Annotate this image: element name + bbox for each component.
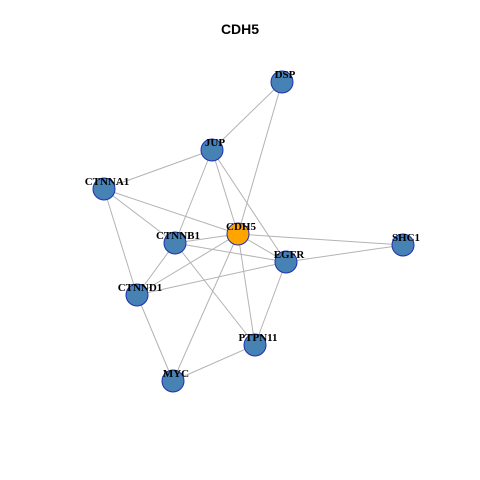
node-label-ctnna1: CTNNA1 xyxy=(85,176,130,188)
node-label-ctnnd1: CTNND1 xyxy=(118,282,163,294)
edge-ctnnd1-myc xyxy=(136,294,174,382)
edge-dsp-jup xyxy=(211,81,283,151)
figure-title: CDH5 xyxy=(220,21,260,37)
edge-cdh5-ctnnd1 xyxy=(136,233,239,296)
node-ctnnd1 xyxy=(125,283,149,307)
node-cdh5 xyxy=(226,222,250,246)
node-layer xyxy=(92,70,415,393)
node-label-ptpn11: PTPN11 xyxy=(238,332,277,344)
edge-ptpn11-myc xyxy=(172,344,256,382)
node-label-shc1: SHC1 xyxy=(392,232,420,244)
node-jup xyxy=(200,138,224,162)
edge-egfr-ctnnd1 xyxy=(136,261,287,296)
edge-jup-ctnna1 xyxy=(103,149,213,190)
node-label-dsp: DSP xyxy=(275,69,296,81)
node-egfr xyxy=(274,250,298,274)
edge-jup-egfr xyxy=(211,149,287,263)
node-label-cdh5: CDH5 xyxy=(226,221,256,233)
edge-ctnna1-ctnnb1 xyxy=(103,188,176,244)
edge-ctnna1-cdh5 xyxy=(103,188,239,235)
edge-ctnnb1-ptpn11 xyxy=(174,242,256,346)
edge-cdh5-ptpn11 xyxy=(237,233,256,346)
edge-dsp-cdh5 xyxy=(237,81,283,235)
node-myc xyxy=(161,369,185,393)
node-label-myc: MYC xyxy=(163,368,189,380)
edge-ctnnb1-egfr xyxy=(174,242,287,263)
node-label-ctnnb1: CTNNB1 xyxy=(156,230,200,242)
node-ptpn11 xyxy=(243,333,267,357)
edge-egfr-ptpn11 xyxy=(254,261,287,346)
node-ctnnb1 xyxy=(163,231,187,255)
edge-jup-cdh5 xyxy=(211,149,239,235)
node-shc1 xyxy=(391,233,415,257)
node-ctnna1 xyxy=(92,177,116,201)
node-label-jup: JUP xyxy=(205,137,225,149)
edge-jup-ctnnb1 xyxy=(174,149,213,244)
node-dsp xyxy=(270,70,294,94)
edge-ctnna1-ctnnd1 xyxy=(103,188,138,296)
edge-cdh5-shc1 xyxy=(237,233,404,246)
edge-cdh5-myc xyxy=(172,233,239,382)
node-label-egfr: EGFR xyxy=(274,249,306,261)
edge-egfr-shc1 xyxy=(285,244,404,263)
